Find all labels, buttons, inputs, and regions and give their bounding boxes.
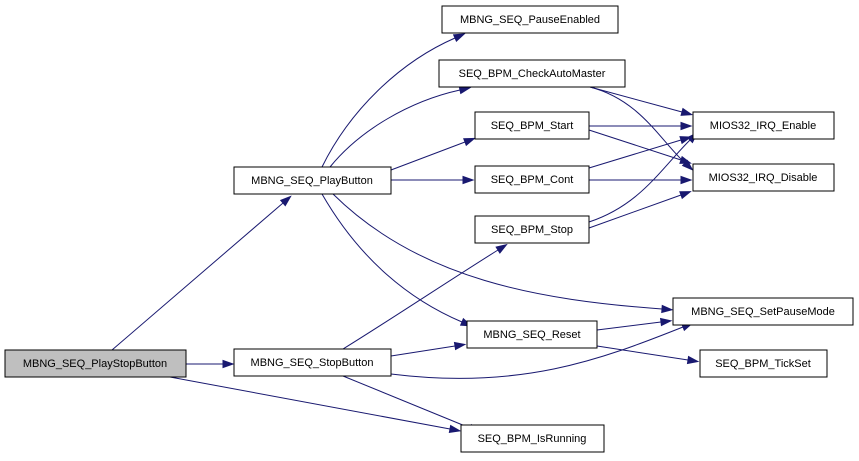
edge-playstop-to-play bbox=[111, 195, 292, 351]
arrowhead bbox=[680, 121, 693, 131]
arrowhead bbox=[458, 86, 472, 95]
node-mios32-irq-disable[interactable]: MIOS32_IRQ_Disable bbox=[692, 163, 835, 192]
node-mios32-irq-enable[interactable]: MIOS32_IRQ_Enable bbox=[692, 111, 835, 140]
node-label: SEQ_BPM_CheckAutoMaster bbox=[459, 68, 606, 80]
node-label: MBNG_SEQ_SetPauseMode bbox=[691, 306, 835, 318]
node-label: MBNG_SEQ_StopButton bbox=[251, 357, 374, 369]
arrowhead bbox=[453, 341, 467, 351]
edge-line bbox=[596, 321, 662, 331]
node-label: MBNG_SEQ_PauseEnabled bbox=[460, 14, 600, 26]
node-label: MIOS32_IRQ_Enable bbox=[710, 120, 816, 132]
edge-check_auto_master-to-irq_disable bbox=[589, 86, 694, 171]
edge-play-to-bpm_start bbox=[390, 137, 476, 171]
node-label: MBNG_SEQ_Reset bbox=[483, 329, 580, 341]
arrowhead bbox=[279, 195, 292, 207]
edge-line bbox=[342, 375, 471, 429]
edge-stop-to-bpm_stop bbox=[342, 243, 508, 350]
node-seq-bpm-start[interactable]: SEQ_BPM_Start bbox=[474, 111, 590, 140]
edge-bpm_stop-to-irq_disable bbox=[588, 191, 692, 229]
node-mbng-seq-reset[interactable]: MBNG_SEQ_Reset bbox=[466, 320, 598, 349]
edge-bpm_start-to-irq_enable bbox=[589, 121, 693, 131]
edge-play-to-bpm_cont bbox=[391, 175, 475, 185]
edge-line bbox=[111, 202, 284, 351]
arrowhead bbox=[222, 359, 235, 369]
edge-line bbox=[321, 37, 456, 168]
node-label: SEQ_BPM_IsRunning bbox=[478, 433, 587, 445]
arrowhead bbox=[686, 355, 700, 365]
edge-bpm_cont-to-irq_enable bbox=[588, 136, 693, 169]
arrowhead bbox=[680, 107, 694, 116]
arrowhead bbox=[495, 243, 508, 254]
edge-line bbox=[588, 129, 682, 161]
edge-playstop-to-is_running bbox=[169, 376, 462, 434]
edge-stop-to-is_running bbox=[342, 375, 481, 433]
node-label: SEQ_BPM_TickSet bbox=[715, 358, 811, 370]
node-seq-bpm-isrunning[interactable]: SEQ_BPM_IsRunning bbox=[460, 424, 605, 453]
node-mbng-seq-pauseenabled[interactable]: MBNG_SEQ_PauseEnabled bbox=[441, 5, 619, 34]
arrowhead bbox=[679, 155, 692, 164]
edge-line bbox=[390, 345, 456, 357]
edge-line bbox=[390, 141, 466, 171]
edge-line bbox=[596, 345, 689, 361]
edge-line bbox=[588, 194, 682, 229]
edge-reset-to-tick_set bbox=[596, 345, 700, 365]
node-mbng-seq-playbutton[interactable]: MBNG_SEQ_PlayButton bbox=[233, 166, 392, 195]
edge-line bbox=[588, 139, 682, 169]
node-label: SEQ_BPM_Start bbox=[491, 120, 574, 132]
arrowhead bbox=[680, 175, 693, 185]
arrowhead bbox=[659, 317, 673, 327]
node-label: MBNG_SEQ_PlayStopButton bbox=[23, 358, 167, 370]
node-label: MIOS32_IRQ_Disable bbox=[709, 172, 818, 184]
node-seq-bpm-cont[interactable]: SEQ_BPM_Cont bbox=[474, 165, 590, 194]
node-mbng-seq-stopbutton[interactable]: MBNG_SEQ_StopButton bbox=[233, 348, 392, 377]
arrowhead bbox=[452, 33, 466, 43]
edge-line bbox=[169, 376, 451, 430]
edge-line bbox=[332, 193, 663, 310]
edge-layer bbox=[111, 33, 700, 434]
edge-line bbox=[329, 89, 461, 168]
node-mbng-seq-playstopbutton[interactable]: MBNG_SEQ_PlayStopButton bbox=[4, 349, 187, 378]
arrowhead bbox=[679, 191, 692, 200]
edge-line bbox=[321, 193, 463, 323]
node-seq-bpm-tickset[interactable]: SEQ_BPM_TickSet bbox=[699, 349, 828, 378]
node-seq-bpm-stop[interactable]: SEQ_BPM_Stop bbox=[474, 215, 590, 244]
edge-stop-to-reset bbox=[390, 341, 467, 357]
arrowhead bbox=[661, 304, 674, 314]
edge-play-to-check_auto_master bbox=[329, 86, 472, 168]
edge-play-to-set_pause_mode bbox=[332, 193, 674, 314]
edge-check_auto_master-to-irq_enable bbox=[589, 86, 694, 116]
edge-reset-to-set_pause_mode bbox=[596, 317, 673, 331]
edge-line bbox=[390, 326, 684, 379]
edge-play-to-reset bbox=[321, 193, 473, 327]
arrowhead bbox=[448, 424, 462, 434]
edge-line bbox=[589, 86, 683, 113]
node-label: SEQ_BPM_Cont bbox=[491, 174, 574, 186]
edge-line bbox=[589, 86, 686, 164]
arrowhead bbox=[462, 175, 475, 185]
node-label: MBNG_SEQ_PlayButton bbox=[251, 175, 373, 187]
node-seq-bpm-checkautomaster[interactable]: SEQ_BPM_CheckAutoMaster bbox=[438, 59, 626, 88]
edge-playstop-to-stop bbox=[186, 359, 235, 369]
edge-bpm_start-to-irq_disable bbox=[588, 129, 692, 164]
edge-line bbox=[588, 139, 691, 223]
edge-play-to-pause_enabled bbox=[321, 33, 466, 168]
arrowhead bbox=[463, 137, 476, 147]
edge-bpm_cont-to-irq_disable bbox=[589, 175, 693, 185]
edge-line bbox=[342, 249, 499, 350]
node-mbng-seq-setpausemode[interactable]: MBNG_SEQ_SetPauseMode bbox=[672, 297, 854, 326]
node-label: SEQ_BPM_Stop bbox=[491, 224, 573, 236]
